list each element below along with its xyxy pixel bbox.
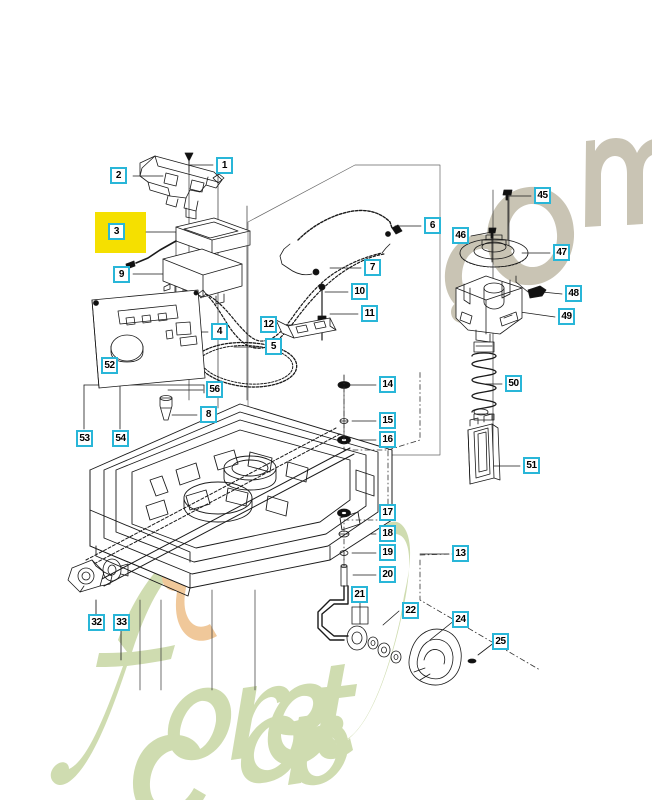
callout-label-48[interactable]: 48 xyxy=(565,285,582,302)
callout-label-15[interactable]: 15 xyxy=(379,412,396,429)
callout-label-19[interactable]: 19 xyxy=(379,544,396,561)
callout-label-21[interactable]: 21 xyxy=(351,586,368,603)
callout-label-32[interactable]: 32 xyxy=(88,614,105,631)
callout-label-4[interactable]: 4 xyxy=(211,323,228,340)
callout-label-56[interactable]: 56 xyxy=(206,381,223,398)
callout-label-52[interactable]: 52 xyxy=(101,357,118,374)
callout-label-20[interactable]: 20 xyxy=(379,566,396,583)
part-8-plug xyxy=(159,395,173,421)
region-outline-13 xyxy=(343,369,541,671)
callout-label-17[interactable]: 17 xyxy=(379,504,396,521)
callout-label-8[interactable]: 8 xyxy=(200,406,217,423)
callout-label-18[interactable]: 18 xyxy=(379,525,396,542)
callout-label-53[interactable]: 53 xyxy=(76,430,93,447)
part-6-charging-cable xyxy=(279,209,403,276)
part-1-screw xyxy=(184,152,194,173)
callout-label-7[interactable]: 7 xyxy=(364,259,381,276)
part-12-plate xyxy=(275,319,295,339)
callout-label-14[interactable]: 14 xyxy=(379,376,396,393)
part-32-gear-motor xyxy=(67,559,113,593)
part-3-control-module xyxy=(125,217,251,270)
part-46-screw xyxy=(488,227,497,263)
part-nut-small xyxy=(473,408,489,416)
callout-label-22[interactable]: 22 xyxy=(402,602,419,619)
part-49-motor-housing xyxy=(455,275,523,343)
callout-label-50[interactable]: 50 xyxy=(505,375,522,392)
callout-label-3[interactable]: 3 xyxy=(108,223,125,240)
callout-label-46[interactable]: 46 xyxy=(452,227,469,244)
part-33-wheel-hub xyxy=(102,558,129,582)
callout-label-12[interactable]: 12 xyxy=(260,316,277,333)
callout-label-33[interactable]: 33 xyxy=(113,614,130,631)
callout-label-54[interactable]: 54 xyxy=(112,430,129,447)
part-22-bearings xyxy=(367,636,402,664)
part-9-battery-box xyxy=(162,248,243,305)
callout-label-11[interactable]: 11 xyxy=(361,305,378,322)
callout-label-45[interactable]: 45 xyxy=(534,187,551,204)
callout-label-51[interactable]: 51 xyxy=(523,457,540,474)
callout-label-49[interactable]: 49 xyxy=(558,308,575,325)
part-47-bearing-plate xyxy=(459,234,529,268)
callout-label-16[interactable]: 16 xyxy=(379,431,396,448)
callout-label-5[interactable]: 5 xyxy=(265,338,282,355)
part-50-spring xyxy=(471,341,497,421)
callout-label-2[interactable]: 2 xyxy=(110,167,127,184)
callout-label-10[interactable]: 10 xyxy=(351,283,368,300)
part-56-circuit-board xyxy=(91,289,206,389)
part-24-drive-wheel xyxy=(408,628,462,686)
callout-label-47[interactable]: 47 xyxy=(553,244,570,261)
part-51-bracket xyxy=(467,413,501,485)
callout-label-1[interactable]: 1 xyxy=(216,157,233,174)
callout-label-6[interactable]: 6 xyxy=(424,217,441,234)
callout-label-25[interactable]: 25 xyxy=(492,633,509,650)
callout-label-13[interactable]: 13 xyxy=(452,545,469,562)
callout-label-9[interactable]: 9 xyxy=(113,266,130,283)
part-25-washer xyxy=(467,658,477,664)
callout-label-24[interactable]: 24 xyxy=(452,611,469,628)
part-45-screw xyxy=(502,189,513,241)
part-2-bracket xyxy=(139,155,225,220)
